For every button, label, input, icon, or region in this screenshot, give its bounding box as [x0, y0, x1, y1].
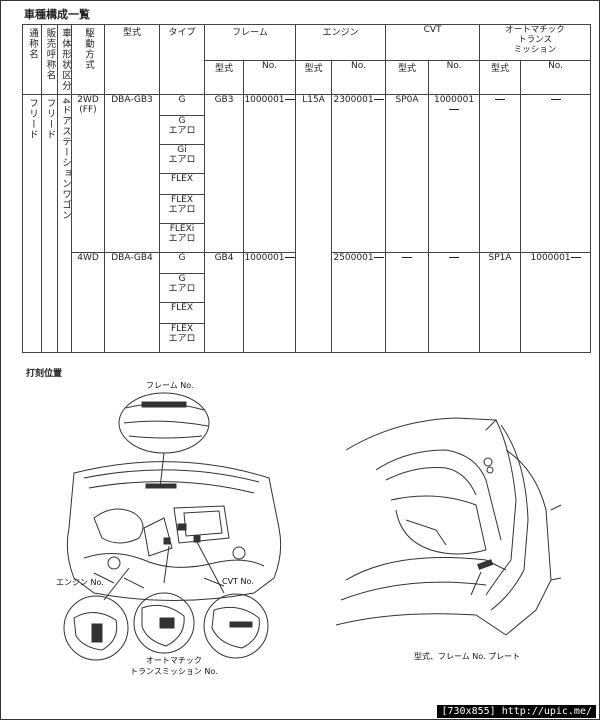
footer-watermark: [730x855] http://upic.me/ [437, 705, 596, 718]
door-frame-illustration [336, 417, 562, 636]
at-no-label: オートマチック トランスミッション No. [130, 656, 218, 676]
cell-type: FLEX [159, 302, 205, 324]
cell-drive-2wd: 2WD (FF) [71, 94, 105, 253]
header-cvt-no: No. [428, 60, 481, 95]
frame-no-label: フレーム No. [146, 381, 194, 390]
cell-type: Gi エアロ [159, 144, 205, 174]
header-engine-model: 型式 [295, 60, 333, 95]
header-drive: 駆動方式 [71, 24, 105, 95]
cell-type: G [159, 252, 205, 274]
cell-engine-model: L15A [295, 94, 333, 353]
dash-icon [495, 99, 506, 100]
dash-icon [373, 257, 384, 258]
dash-icon [449, 109, 460, 110]
vehicle-spec-table: 通称名 販売呼称名 車体形状区分 駆動方式 型式 タイプ フレーム エンジン C… [22, 24, 592, 353]
dash-icon [284, 257, 295, 258]
header-common-name: 通称名 [22, 24, 42, 95]
cell-at-model-4wd: SP1A [479, 252, 522, 353]
header-cvt-model: 型式 [385, 60, 430, 95]
header-at-model: 型式 [479, 60, 522, 95]
header-body-type: 車体形状区分 [57, 24, 72, 95]
header-sales-name: 販売呼称名 [41, 24, 58, 95]
cell-frame-no-2wd: 1000001 [242, 94, 297, 253]
cell-frame-model-2wd: GB3 [204, 94, 244, 253]
cell-frame-model-4wd: GB4 [204, 252, 244, 353]
cell-common-name: フリード [22, 94, 42, 353]
cell-sales-name: フリード [41, 94, 58, 353]
cell-type: FLEXi エアロ [159, 223, 205, 253]
header-cvt: CVT [385, 24, 481, 61]
dash-icon [373, 99, 384, 100]
dash-icon [284, 99, 295, 100]
cell-type: G エアロ [159, 273, 205, 303]
header-frame-no: No. [242, 60, 297, 95]
cell-cvt-model-2wd: SP0A [385, 94, 430, 253]
cell-type: G エアロ [159, 115, 205, 145]
cell-engine-no-2wd: 2300001 [331, 94, 387, 253]
header-model: 型式 [104, 24, 160, 95]
cell-model-4wd: DBA-GB4 [104, 252, 160, 353]
header-engine: エンジン [295, 24, 387, 61]
cell-at-model-2wd [479, 94, 522, 253]
cell-type: FLEX エアロ [159, 323, 205, 353]
engine-bay-illustration [63, 392, 282, 661]
cell-drive-4wd: 4WD [71, 252, 105, 353]
header-at-no: No. [520, 60, 592, 95]
cvt-no-label: CVT No. [222, 577, 254, 586]
engine-no-label: エンジン No. [56, 578, 104, 587]
cell-frame-no-4wd: 1000001 [242, 252, 297, 353]
cell-at-no-4wd: 1000001 [520, 252, 592, 353]
cell-type: FLEX [159, 173, 205, 195]
dash-icon [570, 257, 581, 258]
cell-at-no-2wd [520, 94, 592, 253]
cell-body-type: 4ドアステーションワゴン [57, 94, 72, 353]
cell-cvt-no-4wd [428, 252, 481, 353]
dash-icon [550, 99, 561, 100]
cell-cvt-model-4wd [385, 252, 430, 353]
cell-type: G [159, 94, 205, 116]
dash-icon [449, 257, 460, 258]
header-frame: フレーム [203, 24, 297, 61]
header-at: オートマチック トランス ミッション [479, 24, 592, 61]
header-frame-model: 型式 [204, 60, 244, 95]
page-title: 車種構成一覧 [24, 8, 90, 21]
cell-engine-no-4wd: 2500001 [331, 252, 387, 353]
section-title: 打刻位置 [26, 369, 63, 379]
header-type: タイプ [159, 24, 205, 95]
cell-model-2wd: DBA-GB3 [104, 94, 160, 253]
cell-cvt-no-2wd: 1000001 [428, 94, 481, 253]
plate-label: 型式、フレーム No. プレート [414, 652, 521, 661]
header-engine-no: No. [331, 60, 387, 95]
cell-type: FLEX エアロ [159, 194, 205, 224]
dash-icon [402, 257, 413, 258]
